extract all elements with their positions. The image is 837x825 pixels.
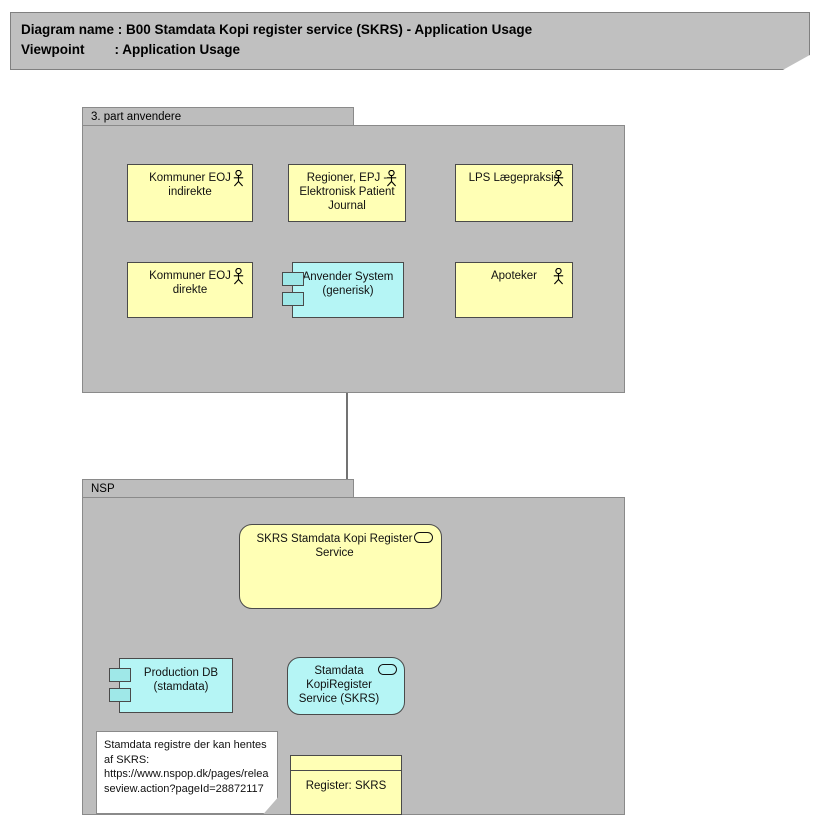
actor-icon (553, 268, 564, 285)
component-icon (109, 688, 131, 702)
component-icon (282, 272, 304, 286)
node-stamdata-kopiregister-service[interactable]: Stamdata KopiRegister Service (SKRS) (287, 657, 405, 715)
actor-icon (553, 170, 564, 187)
node-label: Kommuner EOJ direkte (149, 270, 231, 296)
group-tab-nsp: NSP (82, 479, 354, 497)
node-label: Register: SKRS (305, 780, 387, 792)
note-text: Stamdata registre der kan hentes af SKRS… (104, 739, 269, 795)
diagram-name-line: Diagram name : B00 Stamdata Kopi registe… (21, 22, 533, 37)
node-kommuner-eoj-direkte[interactable]: Kommuner EOJ direkte (127, 262, 253, 318)
component-icon (282, 292, 304, 306)
actor-icon (386, 170, 397, 187)
viewpoint-line: Viewpoint : Application Usage (21, 42, 241, 57)
node-lps-laegepraksis[interactable]: LPS Lægepraksis (455, 164, 573, 222)
note-stamdata-registre: Stamdata registre der kan hentes af SKRS… (96, 731, 278, 814)
node-label: Kommuner EOJ indirekte (149, 172, 231, 198)
node-label: SKRS Stamdata Kopi Register Service (256, 533, 413, 559)
actor-icon (233, 268, 244, 285)
service-icon (414, 532, 433, 543)
node-label: Regioner, EPJ - Elektronisk Patient Jour… (299, 172, 395, 212)
component-icon (109, 668, 131, 682)
group-tab-third-party: 3. part anvendere (82, 107, 354, 125)
group-label-nsp: NSP (91, 483, 115, 495)
node-kommuner-eoj-indirekte[interactable]: Kommuner EOJ indirekte (127, 164, 253, 222)
group-label-third-party: 3. part anvendere (91, 111, 182, 123)
service-icon (378, 664, 397, 675)
node-label: Production DB (stamdata) (143, 667, 219, 693)
node-label: LPS Lægepraksis (468, 172, 560, 184)
node-apoteker[interactable]: Apoteker (455, 262, 573, 318)
node-register-skrs[interactable]: Register: SKRS (290, 755, 402, 815)
node-label: Apoteker (490, 270, 538, 282)
data-object-header (291, 756, 401, 771)
node-label: Stamdata KopiRegister Service (SKRS) (298, 665, 380, 705)
node-regioner-epj[interactable]: Regioner, EPJ - Elektronisk Patient Jour… (288, 164, 406, 222)
node-production-db[interactable]: Production DB (stamdata) (109, 658, 233, 713)
node-anvender-system[interactable]: Anvender System (generisk) (282, 262, 404, 318)
actor-icon (233, 170, 244, 187)
node-label: Anvender System (generisk) (302, 271, 394, 297)
node-skrs-stamdata-kopi-register-service[interactable]: SKRS Stamdata Kopi Register Service (239, 524, 442, 609)
diagram-title-block: Diagram name : B00 Stamdata Kopi registe… (10, 12, 810, 70)
